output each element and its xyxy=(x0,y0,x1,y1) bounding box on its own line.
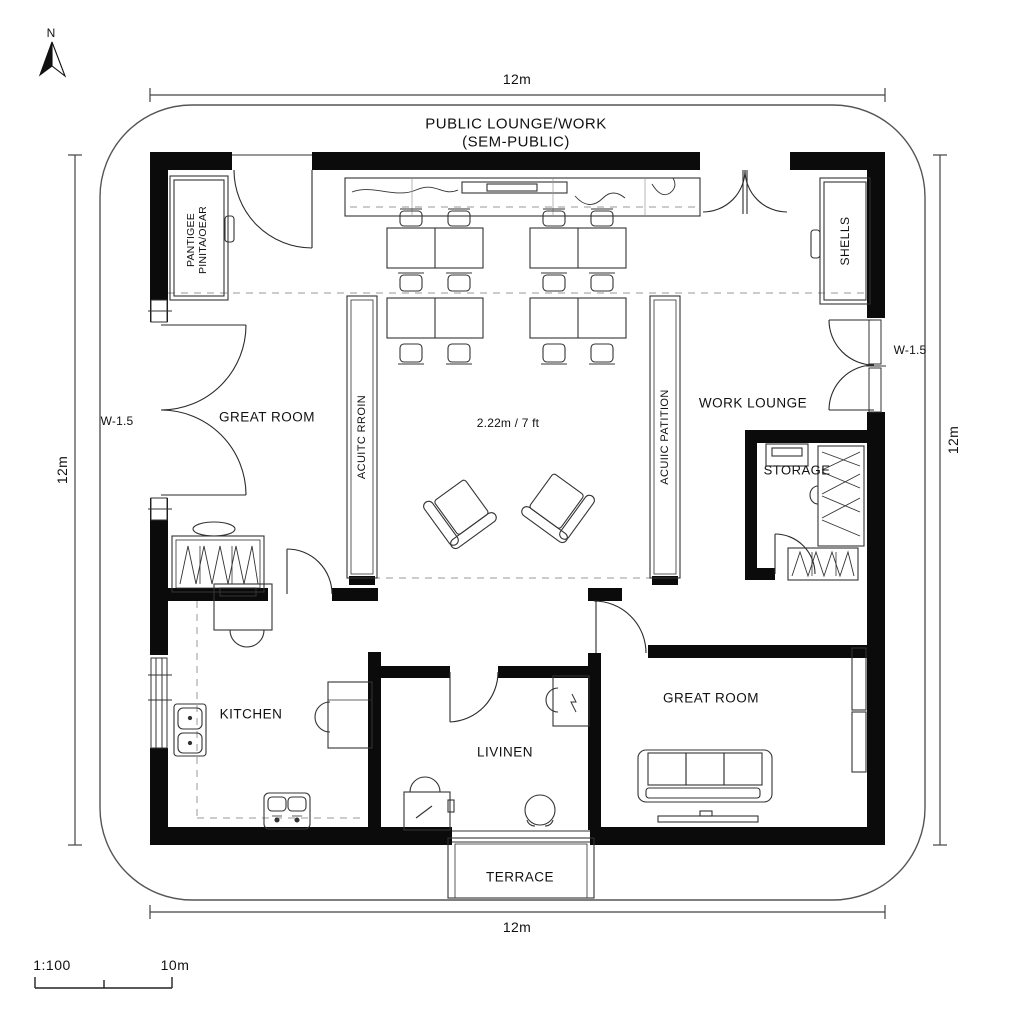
cabinet-label-pantry: PANTIGEE PINITA/OEAR xyxy=(185,206,209,274)
storage-shelf xyxy=(765,443,809,467)
dimension-top: 12m xyxy=(502,71,532,87)
scale-length: 10m xyxy=(160,957,190,973)
kitchen-double-sink xyxy=(263,792,311,830)
terrace-outline xyxy=(447,837,595,899)
interior-walls xyxy=(168,430,867,830)
plan-title-line2: (SEM-PUBLIC) xyxy=(462,133,570,151)
desk-cluster-right xyxy=(529,227,627,339)
acoustic-partition-right xyxy=(649,295,681,579)
clearance-dimension: 2.22m / 7 ft xyxy=(476,416,540,430)
partition-label-left: ACUITC RROIN xyxy=(356,394,368,480)
wall-label-right: W-1.5 xyxy=(893,343,927,357)
dashed-guides xyxy=(168,206,867,819)
kitchen-sink xyxy=(173,703,207,757)
partition-label-right: ACUIIC PATITION xyxy=(659,389,671,485)
armchair-right xyxy=(521,473,595,544)
shelves-cabinet xyxy=(810,177,871,305)
reception-counter xyxy=(344,177,701,217)
pantry-cabinet xyxy=(169,175,235,301)
room-label-work-lounge: WORK LOUNGE xyxy=(698,395,808,411)
storage-closet-bottom xyxy=(787,547,859,581)
tv-console xyxy=(657,810,759,823)
desk-cluster-left xyxy=(386,227,484,339)
windows xyxy=(148,154,886,843)
kitchen-stove xyxy=(213,583,273,648)
north-arrow-icon xyxy=(38,41,67,78)
room-label-kitchen: KITCHEN xyxy=(219,706,283,722)
livinen-workstation xyxy=(545,675,590,727)
dimension-lines xyxy=(68,88,947,919)
dimension-left: 12m xyxy=(54,455,70,485)
scale-bar xyxy=(34,977,173,989)
cabinet-label-pantry-line1: PANTIGEE xyxy=(184,213,197,267)
room-label-terrace: TERRACE xyxy=(485,869,555,885)
storage-closet-right xyxy=(809,445,865,547)
acoustic-partition-left xyxy=(346,295,378,579)
kitchen-island xyxy=(314,681,373,749)
scale-ratio: 1:100 xyxy=(33,957,71,973)
armchair-left xyxy=(423,479,497,550)
room-label-storage: STORAGE xyxy=(763,462,831,478)
room-label-livinen: LIVINEN xyxy=(476,744,534,760)
wardrobe-left xyxy=(171,521,265,593)
livinen-desk xyxy=(403,776,455,831)
dimension-bottom: 12m xyxy=(502,919,532,935)
dimension-right: 12m xyxy=(945,425,961,455)
wall-cabinet xyxy=(851,647,867,773)
office-chairs xyxy=(398,208,615,365)
site-boundary xyxy=(99,104,926,901)
room-label-great-room-upper: GREAT ROOM xyxy=(218,409,316,425)
livinen-stool xyxy=(524,794,556,827)
doors xyxy=(160,169,875,723)
north-label: N xyxy=(46,26,56,40)
sofa xyxy=(637,749,773,803)
cabinet-label-pantry-line2: PINITA/OEAR xyxy=(197,206,209,274)
plan-title-line1: PUBLIC LOUNGE/WORK xyxy=(425,115,607,133)
room-label-great-room-lower: GREAT ROOM xyxy=(662,690,760,706)
wall-label-left: W-1.5 xyxy=(100,414,134,428)
exterior-walls xyxy=(150,152,885,845)
cabinet-label-shelves: SHELLS xyxy=(838,216,852,266)
